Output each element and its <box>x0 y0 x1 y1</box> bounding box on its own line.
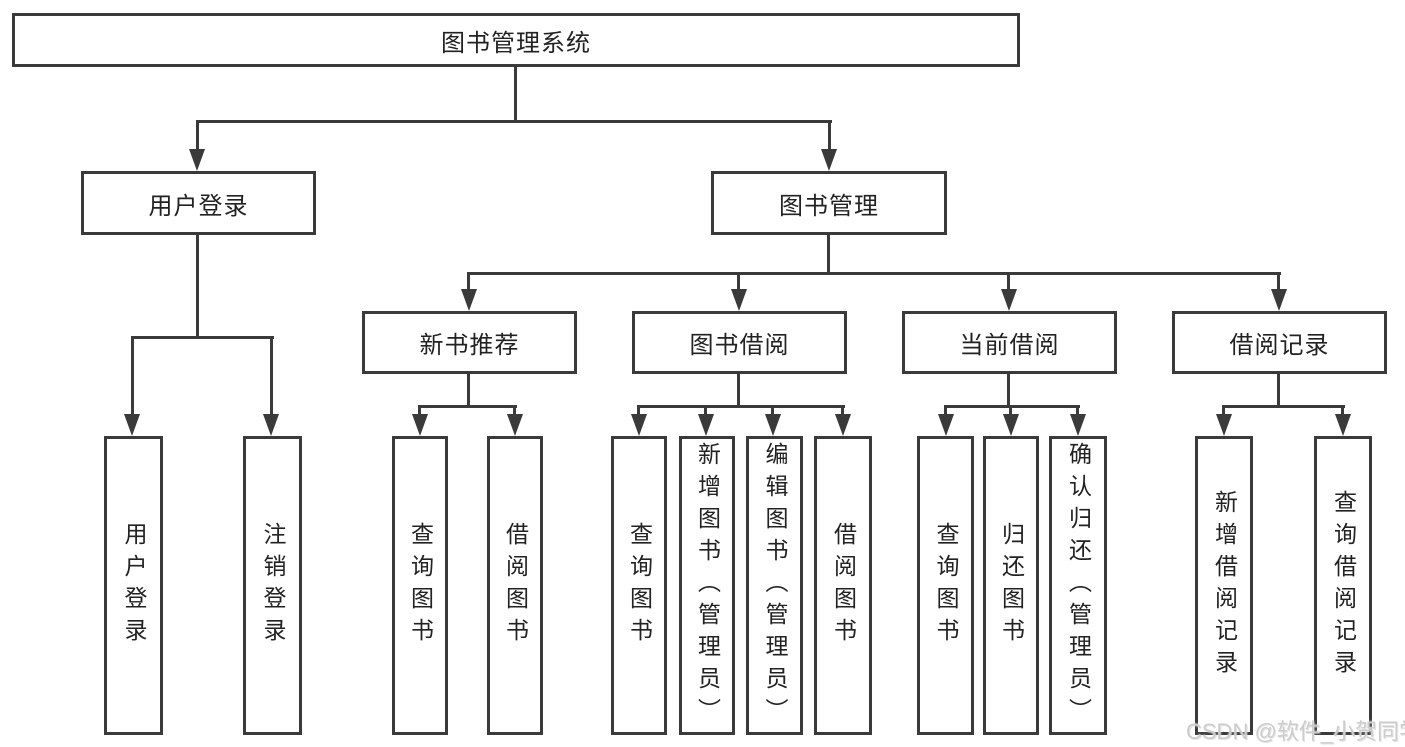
connector-current-borrow-branch <box>944 405 1080 408</box>
arrowhead-leaf-borrow-books-2 <box>835 414 851 436</box>
arrowhead-borrow-records <box>1271 289 1287 311</box>
leaf-query-books-2: 查询图书 <box>611 436 667 735</box>
leaf-add-borrow-record-label: 新增借阅记录 <box>1211 489 1238 682</box>
connector-stem <box>1222 405 1225 417</box>
connector-stem-book-borrow <box>737 272 740 292</box>
leaf-query-borrow-record: 查询借阅记录 <box>1314 436 1372 735</box>
connector-stem <box>1009 405 1012 417</box>
connector-stem <box>704 405 707 417</box>
leaf-query-borrow-record-label: 查询借阅记录 <box>1330 489 1357 682</box>
leaf-query-books-1: 查询图书 <box>392 436 448 735</box>
leaf-query-books-3: 查询图书 <box>917 436 974 735</box>
connector-root-trunk <box>514 66 517 122</box>
leaf-confirm-return-admin-label: 确认归还（管理员） <box>1065 441 1092 730</box>
connector-stem-leaf-logout <box>270 336 273 416</box>
leaf-query-books-2-label: 查询图书 <box>626 521 653 650</box>
connector-user-login-trunk <box>196 235 199 339</box>
connector-stem <box>1076 405 1079 417</box>
node-current-borrow: 当前借阅 <box>902 311 1117 374</box>
connector-new-book-trunk <box>467 374 470 408</box>
node-book-borrow-label: 图书借阅 <box>689 332 790 359</box>
connector-user-login-branch <box>131 336 274 339</box>
connector-book-borrow-branch <box>637 405 845 408</box>
leaf-edit-book-admin: 编辑图书（管理员） <box>746 436 803 735</box>
leaf-edit-book-admin-label: 编辑图书（管理员） <box>762 441 788 730</box>
leaf-query-books-1-label: 查询图书 <box>407 521 434 650</box>
node-borrow-records-label: 借阅记录 <box>1229 332 1330 359</box>
arrowhead-leaf-add-book <box>698 414 714 436</box>
node-library-system-label: 图书管理系统 <box>441 29 591 57</box>
node-borrow-records: 借阅记录 <box>1172 311 1387 374</box>
arrowhead-new-book <box>461 289 477 311</box>
connector-stem-leaf-user-login <box>131 336 134 416</box>
csdn-watermark: CSDN @软件_小贺同学 <box>1186 719 1405 744</box>
node-new-book-recommend: 新书推荐 <box>362 311 577 374</box>
connector-stem-user-login <box>196 120 199 152</box>
connector-stem-new-book <box>467 272 470 292</box>
arrowhead-leaf-logout <box>263 414 279 436</box>
connector-borrow-records-trunk <box>1277 374 1280 408</box>
leaf-borrow-books-2: 借阅图书 <box>814 436 872 735</box>
leaf-add-book-admin: 新增图书（管理员） <box>679 436 735 735</box>
node-new-book-recommend-label: 新书推荐 <box>419 332 520 359</box>
arrowhead-leaf-confirm-return <box>1070 414 1086 436</box>
arrowhead-leaf-query-books-3 <box>938 414 954 436</box>
leaf-borrow-books-1: 借阅图书 <box>487 436 543 735</box>
connector-stem <box>513 405 516 417</box>
connector-root-branch <box>196 120 832 123</box>
connector-stem <box>418 405 421 417</box>
node-user-login-label: 用户登录 <box>148 192 249 220</box>
connector-stem-current-borrow <box>1007 272 1010 292</box>
leaf-confirm-return-admin: 确认归还（管理员） <box>1049 436 1107 735</box>
arrowhead-leaf-query-books-1 <box>412 414 428 436</box>
node-current-borrow-label: 当前借阅 <box>959 332 1060 359</box>
arrowhead-leaf-return-book <box>1003 414 1019 436</box>
leaf-borrow-books-1-label: 借阅图书 <box>502 521 529 650</box>
leaf-return-book: 归还图书 <box>983 436 1039 735</box>
arrowhead-leaf-add-record <box>1216 414 1232 436</box>
node-user-login: 用户登录 <box>81 171 316 235</box>
connector-stem <box>841 405 844 417</box>
connector-stem <box>637 405 640 417</box>
node-library-system: 图书管理系统 <box>12 13 1020 67</box>
connector-current-borrow-trunk <box>1007 374 1010 408</box>
connector-stem-book-management <box>828 120 831 152</box>
arrowhead-current-borrow <box>1001 289 1017 311</box>
node-book-borrow: 图书借阅 <box>632 311 847 374</box>
node-book-management: 图书管理 <box>711 171 947 235</box>
arrowhead-leaf-borrow-books-1 <box>507 414 523 436</box>
leaf-user-login: 用户登录 <box>104 436 163 735</box>
connector-stem <box>771 405 774 417</box>
leaf-user-login-label: 用户登录 <box>121 521 147 650</box>
connector-book-borrow-trunk <box>737 374 740 408</box>
arrowhead-leaf-query-books-2 <box>631 414 647 436</box>
leaf-return-book-label: 归还图书 <box>998 521 1025 650</box>
arrowhead-book-borrow <box>731 289 747 311</box>
arrowhead-user-login <box>189 149 205 171</box>
connector-book-management-trunk <box>827 235 830 275</box>
connector-stem <box>944 405 947 417</box>
leaf-add-book-admin-label: 新增图书（管理员） <box>694 441 721 730</box>
connector-stem <box>1341 405 1344 417</box>
connector-book-management-branch <box>467 272 1281 275</box>
leaf-borrow-books-2-label: 借阅图书 <box>830 521 857 650</box>
arrowhead-leaf-edit-book <box>765 414 781 436</box>
leaf-logout: 注销登录 <box>243 436 302 735</box>
connector-borrow-records-branch <box>1222 405 1345 408</box>
connector-stem-borrow-records <box>1277 272 1280 292</box>
arrowhead-leaf-user-login <box>124 414 140 436</box>
leaf-add-borrow-record: 新增借阅记录 <box>1195 436 1253 735</box>
leaf-query-books-3-label: 查询图书 <box>933 521 959 650</box>
leaf-logout-label: 注销登录 <box>260 521 286 650</box>
node-book-management-label: 图书管理 <box>779 192 879 220</box>
arrowhead-leaf-query-record <box>1335 414 1351 436</box>
connector-new-book-branch <box>418 405 517 408</box>
arrowhead-book-management <box>821 149 837 171</box>
